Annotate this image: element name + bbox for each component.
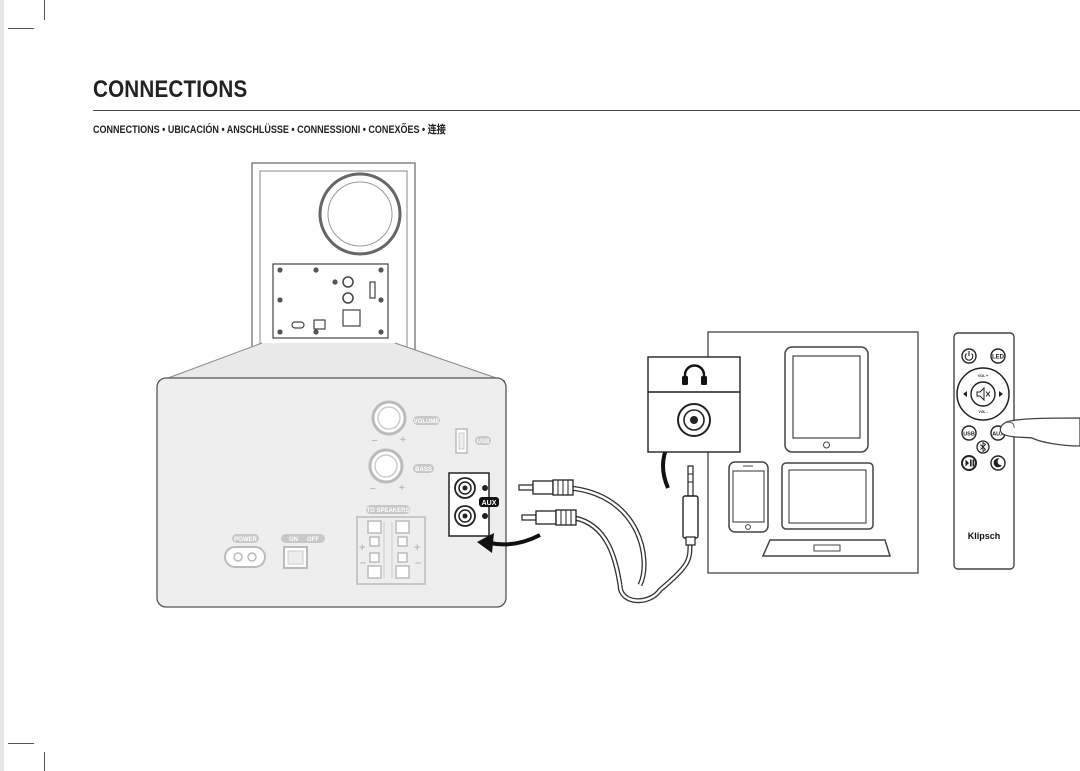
rca-cable (518, 479, 693, 604)
power-label: POWER (234, 537, 257, 543)
aux-label: AUX (482, 500, 497, 507)
subwoofer (251, 162, 416, 369)
svg-text:+: + (414, 542, 420, 554)
volume-knob: – + VOLUME (371, 400, 440, 446)
speakers-label: TO SPEAKERS (367, 508, 410, 514)
usb-label: USB (477, 439, 490, 445)
speaker-terminals: TO SPEAKERS + + – – (356, 505, 426, 585)
mute-icon (976, 386, 991, 402)
headphone-jack-callout (647, 356, 741, 453)
aux-input: AUX (448, 472, 499, 537)
remote-led-label: LED (992, 355, 1005, 361)
smartphone (728, 461, 769, 533)
tablet (784, 346, 869, 453)
page-title: CONNECTIONS (93, 76, 248, 103)
arrow-to-aux (489, 533, 541, 547)
mini-jack-plug (682, 465, 699, 546)
svg-text:–: – (360, 557, 366, 569)
svg-text:–: – (372, 435, 378, 446)
play-pause-icon (961, 455, 977, 471)
finger-hand (999, 417, 1080, 447)
bluetooth-icon (976, 440, 990, 454)
crop-mark-bottom-left-v (44, 752, 45, 771)
crop-mark-top-left-v (44, 0, 45, 20)
amp-plate (272, 263, 389, 339)
svg-text:–: – (415, 557, 421, 569)
crop-mark-top-left-h (8, 28, 34, 29)
source-devices (707, 331, 919, 574)
power-socket: POWER (224, 534, 266, 568)
switch-off-label: OFF (307, 537, 319, 543)
title-rule (93, 110, 1080, 111)
page-edge (0, 0, 4, 771)
bass-knob: – + BASS (368, 448, 434, 494)
remote-brand-logo: Klipsch (968, 531, 1001, 541)
bass-label: BASS (415, 467, 432, 473)
laptop (761, 462, 892, 557)
volume-label: VOLUME (414, 419, 440, 425)
switch-on-label: ON (289, 537, 298, 543)
zoom-wedge (160, 343, 505, 381)
moon-icon (990, 455, 1006, 471)
power-icon (961, 348, 977, 364)
remote-vol-up-label: VOL + (978, 374, 988, 378)
usb-port: USB (455, 428, 491, 454)
rear-panel-enlarged: – + VOLUME – + BASS USB (156, 377, 507, 608)
headphone-icon (682, 364, 707, 385)
remote-usb-label: USB (963, 432, 975, 438)
page-subtitle: CONNECTIONS • UBICACIÓN • ANSCHLÜSSE • C… (93, 124, 446, 136)
remote-vol-down-label: VOL - (978, 410, 988, 414)
svg-text:+: + (400, 435, 406, 446)
remote-aux-label: AUX (992, 432, 1004, 438)
svg-text:+: + (399, 483, 405, 494)
crop-mark-bottom-left-h (8, 743, 34, 744)
svg-text:+: + (359, 542, 365, 554)
power-switch: ON OFF (281, 534, 325, 569)
remote-control: LED VOL + VOL - USB AUX Klipsch (953, 332, 1015, 570)
svg-text:–: – (370, 483, 376, 494)
